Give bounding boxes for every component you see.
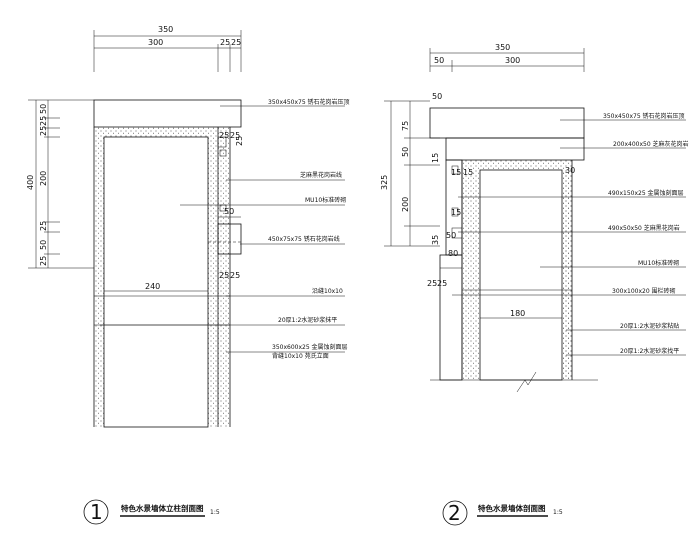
d2-scale: 1:5 [553,509,563,516]
d1-annotations: 350x450x75 锈石花岗岩压顶 芝麻黑花岗岩线 MU10标准砖砌 450x… [100,98,350,360]
d2-wall-section [429,107,598,393]
d1-label-facing: 350x600x25 金属蚀刻面层 [272,343,348,351]
d2-dim-50: 50 [434,56,444,65]
d2-title: 特色水景墙体剖面图 [478,503,546,513]
d2-dim-50b: 50 [401,147,410,157]
d1-dim-total: 350 [158,25,173,34]
d2-annotations: 350x450x75 锈石花岗岩压顶 200x400x50 芝麻灰花岗岩 490… [452,112,689,356]
d2-dim-300: 300 [505,56,520,65]
d1-title: 特色水景墙体立柱剖面图 [121,503,204,513]
d1-number-circle [83,499,109,525]
d1-dim-25-top-a: 25 [219,131,229,140]
d1-dim-25b: 25 [231,38,241,47]
d2-label-brick: MU10标准砖砌 [638,259,679,267]
d2-label-mortar-level: 20厚1:2水泥砂浆找平 [620,347,679,355]
d1-dim-25-bot-b: 25 [230,271,240,280]
d1-dim-300: 300 [148,38,163,47]
d1-dim-25c: 25 [39,221,48,231]
d1-title-block: 1 特色水景墙体立柱剖面图 1:5 [83,499,220,525]
d2-dim-15b: 15 [463,168,473,177]
d2-top-dimensions: 350 50 300 [429,43,585,72]
d2-dim-180: 180 [510,309,525,318]
d2-dim-15: 15 [431,153,440,163]
d2-label-fence: 300x100x20 围栏砖砌 [612,287,676,295]
d2-label-coping: 350x450x75 锈石花岗岩压顶 [603,112,685,120]
d1-label-band: 450x75x75 锈石花岗岩线 [268,235,340,243]
d2-dim-50-top: 50 [432,92,442,101]
d2-granite-cap [445,137,585,161]
d1-number: 1 [90,500,103,524]
d1-label-coping: 350x450x75 锈石花岗岩压顶 [268,98,350,106]
d2-inner-dimensions: 80 30 180 25 25 15 15 15 50 [427,166,575,318]
d2-number: 2 [448,501,461,525]
d1-brick-core [103,136,209,428]
d1-label-joint: 沿缝10x10 [312,287,343,295]
d1-dim-25a: 25 [220,38,230,47]
d2-dim-80: 80 [448,249,458,258]
d1-dim-50-inner: 50 [224,207,234,216]
d1-dim-200: 200 [39,171,48,186]
detail-2: 350 50 300 325 50 75 50 200 35 15 [380,43,689,526]
d1-coping [93,99,242,128]
d2-label-metal: 490x150x25 金属蚀刻面层 [608,189,684,197]
d2-dim-25b: 25 [437,279,447,288]
d1-dim-240: 240 [145,282,160,291]
d2-label-black-granite: 490x50x50 芝麻黑花岗岩 [608,224,680,232]
d2-number-circle [442,500,468,526]
d1-dim-25-bot-a: 25 [219,271,229,280]
d1-dim-25d: 25 [39,256,48,266]
d1-dim-25b: 25 [39,126,48,136]
d1-label-granite-line: 芝麻黑花岗岩线 [300,171,342,179]
d2-coping [429,107,585,139]
d1-dim-25-vertical: 25 [235,136,244,146]
d2-dim-50-inner: 50 [446,231,456,240]
d1-inner-dimensions: 240 50 25 25 25 25 25 [104,131,244,292]
d1-top-dimensions: 350 300 25 25 [93,25,242,72]
d2-dim-200: 200 [401,197,410,212]
d2-dim-total: 350 [495,43,510,52]
d1-granite-band [217,223,242,255]
d1-dim-400: 400 [26,175,35,190]
d1-dim-25-top-b: 25 [230,131,240,140]
d2-dim-325: 325 [380,175,389,190]
d2-title-block: 2 特色水景墙体剖面图 1:5 [442,500,563,526]
d2-dim-15c: 15 [451,208,461,217]
d1-dim-25a: 25 [39,116,48,126]
d2-dim-30: 30 [565,166,575,175]
d2-label-mortar-bond: 20厚1:2水泥砂浆粘贴 [620,322,679,330]
d1-wall-section [93,99,242,428]
d1-label-brick: MU10标准砖砌 [305,196,346,204]
d1-left-dimensions: 400 50 25 25 200 25 50 25 [26,99,94,269]
d2-base-fence [439,254,463,381]
d1-dim-50b: 50 [39,240,48,250]
d2-label-granite: 200x400x50 芝麻灰花岗岩 [613,140,689,148]
detail-1: 350 300 25 25 400 50 25 25 200 25 50 25 [26,25,350,525]
d2-dim-15a: 15 [451,168,461,177]
d2-dim-25a: 25 [427,279,437,288]
d1-label-facing-2: 背缝10x10 苑氏立面 [272,352,329,360]
d1-label-mortar: 20厚1:2水泥砂浆抹平 [278,316,337,324]
d1-scale: 1:5 [210,509,220,516]
d2-dim-75: 75 [401,121,410,131]
d1-dim-50a: 50 [39,104,48,114]
d2-left-dimensions: 325 50 75 50 200 35 15 [380,92,442,247]
d2-dim-35: 35 [431,235,440,245]
